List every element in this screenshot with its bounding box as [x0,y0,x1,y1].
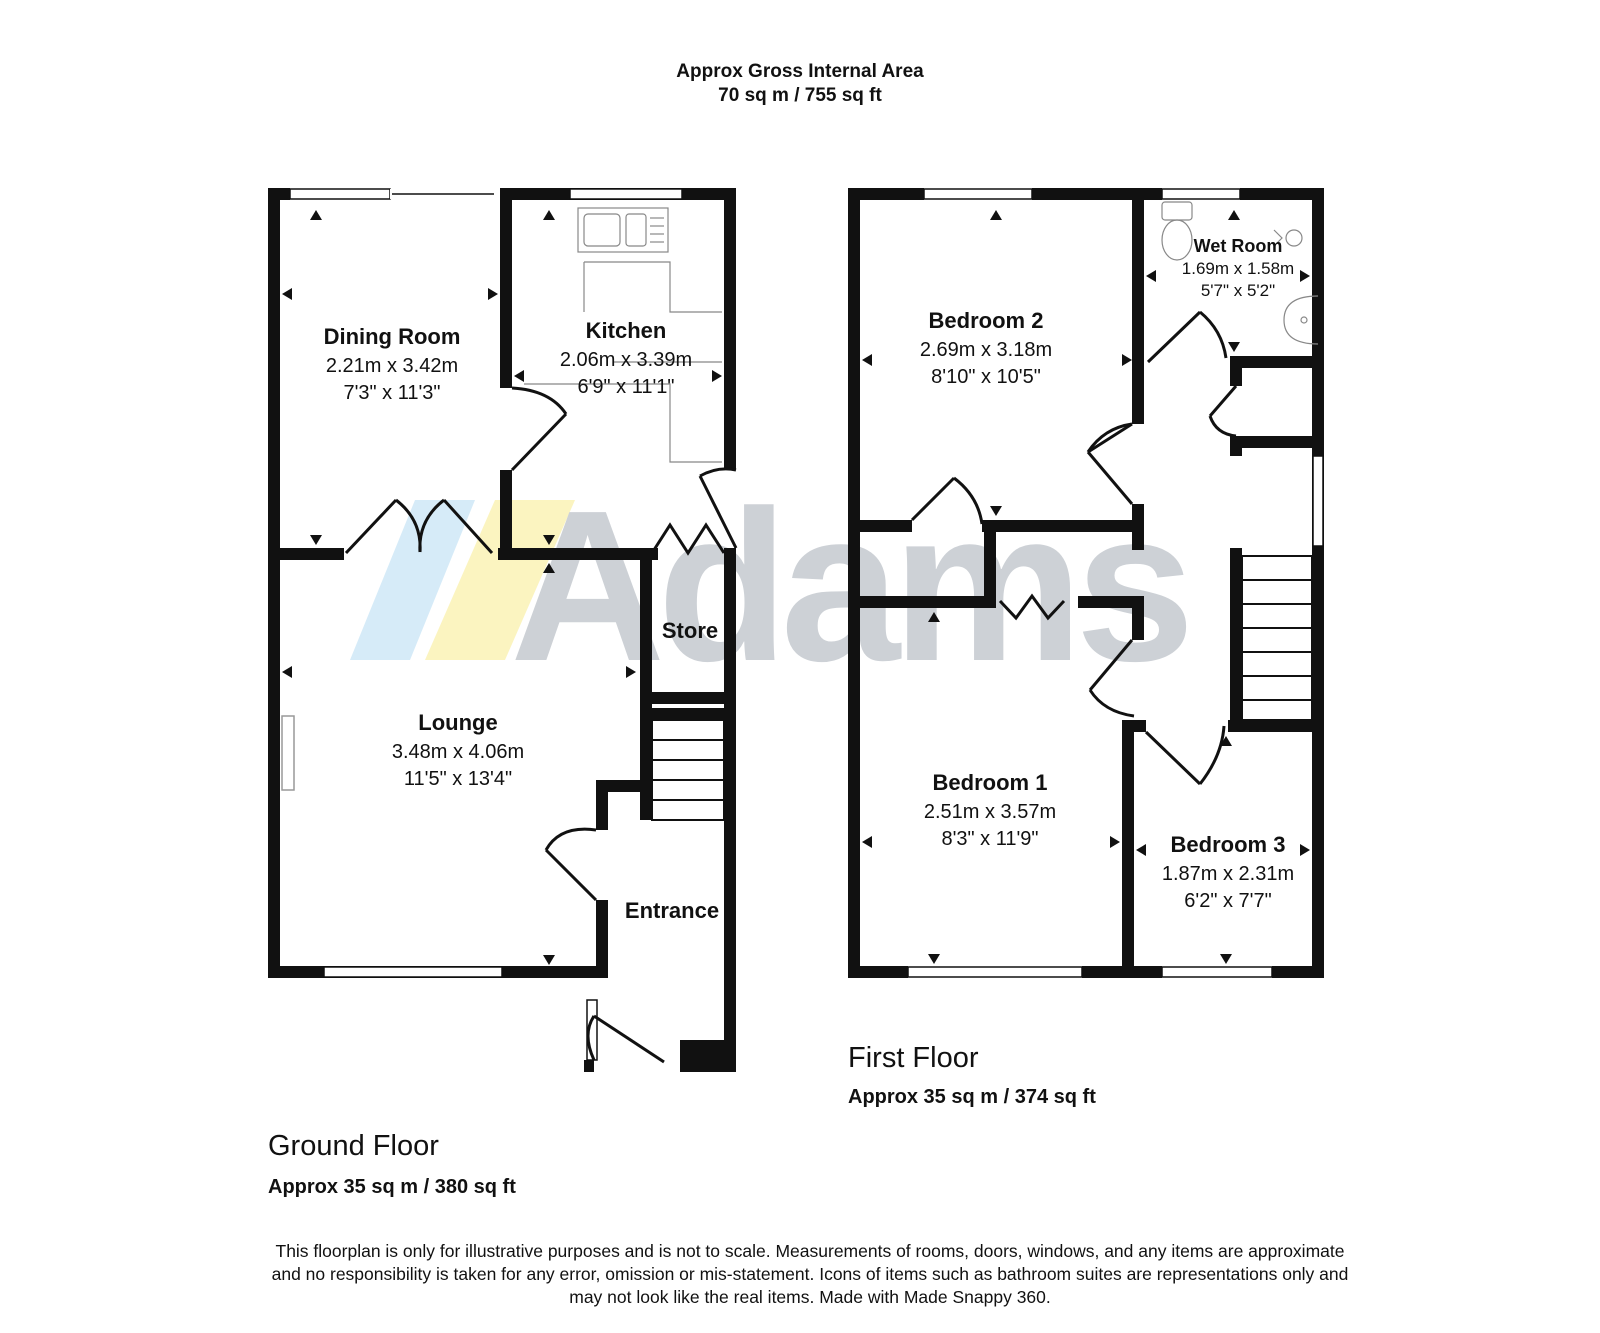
bedroom-2-metric: 2.69m x 3.18m [920,339,1052,361]
lounge-metric: 3.48m x 4.06m [392,741,524,763]
bedroom-1-name: Bedroom 1 [933,770,1048,795]
kitchen-name: Kitchen [586,318,667,343]
dining-room-name: Dining Room [324,324,461,349]
first-floor-label: First Floor [848,1042,979,1074]
header-area: 70 sq m / 755 sq ft [718,85,882,106]
bedroom-3-imperial: 6'2" x 7'7" [1184,890,1271,912]
bedroom-1-imperial: 8'3" x 11'9" [941,828,1038,850]
dining-room-metric: 2.21m x 3.42m [326,355,458,377]
lounge-imperial: 11'5" x 13'4" [404,768,512,790]
watermark-logo: Adams [350,465,1195,706]
ground-stairs [651,719,725,821]
first-doors [910,310,1238,786]
ground-floor-windows [289,188,683,1061]
first-stairs [1241,555,1313,721]
ground-floor-label: Ground Floor [268,1130,439,1162]
bedroom-2-name: Bedroom 2 [929,308,1044,333]
header-title: Approx Gross Internal Area [676,61,924,82]
bedroom-2-imperial: 8'10" x 10'5" [931,366,1041,388]
wetroom-fixtures [1161,201,1319,345]
bedroom-3-metric: 1.87m x 2.31m [1162,863,1294,885]
entrance-name: Entrance [625,898,719,923]
bedroom-3-name: Bedroom 3 [1171,832,1286,857]
first-dimension-arrows [862,210,1310,964]
wet-room-metric: 1.69m x 1.58m [1182,259,1294,278]
disclaimer-line-3: may not look like the real items. Made w… [569,1287,1051,1307]
store-name: Store [662,618,718,643]
header: Approx Gross Internal Area 70 sq m / 755… [0,60,1600,108]
fireplace [281,715,295,791]
first-floor-area: Approx 35 sq m / 374 sq ft [848,1086,1096,1108]
first-floor-windows [907,188,1324,978]
bedroom-1-metric: 2.51m x 3.57m [924,801,1056,823]
dining-room-imperial: 7'3" x 11'3" [343,382,440,404]
kitchen-metric: 2.06m x 3.39m [560,349,692,371]
disclaimer: This floorplan is only for illustrative … [190,1240,1430,1309]
ground-floor-area: Approx 35 sq m / 380 sq ft [268,1176,516,1198]
ground-dimension-arrows [282,210,722,965]
lounge-name: Lounge [418,710,497,735]
kitchen-units [524,207,722,463]
first-floor-walls [848,188,1324,978]
kitchen-imperial: 6'9" x 11'1" [577,376,674,398]
ground-doors [344,386,738,1064]
wet-room-name: Wet Room [1194,236,1283,256]
wet-room-imperial: 5'7" x 5'2" [1201,281,1275,300]
disclaimer-line-2: and no responsibility is taken for any e… [271,1264,1349,1284]
disclaimer-line-1: This floorplan is only for illustrative … [275,1241,1345,1261]
